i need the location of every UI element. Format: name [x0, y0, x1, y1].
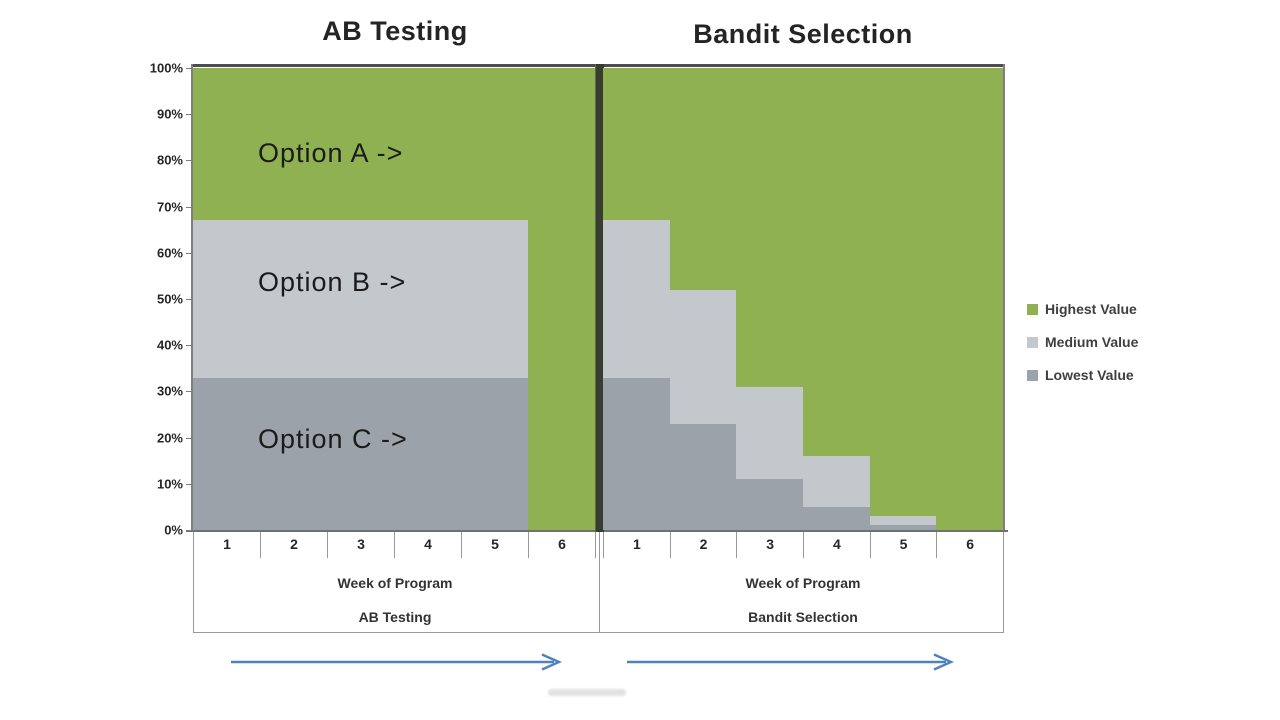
illegible-caption-artifact	[548, 689, 626, 696]
area-column-week-1	[603, 68, 670, 530]
segment-lowest-value	[394, 377, 461, 530]
panel-title-ab-testing: AB Testing	[322, 16, 468, 46]
panel-title-bandit-selection: Bandit Selection	[693, 19, 913, 49]
area-column-week-3	[326, 68, 394, 530]
y-axis-tick	[186, 299, 193, 300]
legend-swatch-icon	[1027, 336, 1038, 348]
time-arrow-left	[231, 653, 562, 671]
x-axis-group-label-bandit-selection: Bandit Selection	[748, 609, 858, 625]
y-axis-tick	[186, 252, 193, 254]
axis-guide-left	[193, 532, 194, 632]
area-column-week-1	[193, 68, 260, 530]
y-axis-tick	[186, 530, 193, 531]
week-tick-label-2: 2	[671, 532, 738, 558]
segment-medium-value	[394, 220, 461, 378]
y-axis-label-0pct: 0%	[164, 522, 183, 538]
area-column-week-6	[528, 68, 595, 530]
legend-label: Medium Value	[1045, 334, 1139, 350]
y-axis-label-10pct: 10%	[156, 476, 183, 492]
panel-separator-line	[595, 64, 604, 532]
y-axis-tick	[186, 483, 193, 485]
week-tick-label-1: 1	[604, 532, 671, 558]
week-tick-label-5: 5	[871, 532, 938, 558]
week-tick-label-6: 6	[937, 532, 1005, 558]
time-arrow-right	[627, 653, 954, 671]
y-axis-tick	[186, 345, 193, 347]
y-axis-tick	[186, 68, 193, 69]
annotation-option-a: Option A ->	[258, 138, 404, 168]
area-column-week-3	[736, 68, 803, 530]
week-tick-label-4: 4	[395, 532, 462, 558]
y-axis-label-70pct: 70%	[156, 199, 183, 215]
panel-bandit-selection-areas	[603, 68, 1003, 530]
y-axis-tick	[186, 160, 193, 162]
area-column-week-2	[259, 68, 327, 530]
x-axis-label-week-of-program-bandit: Week of Program	[745, 575, 861, 591]
segment-medium-value	[326, 220, 394, 378]
legend-swatch-icon	[1027, 369, 1038, 381]
plot-left-border	[191, 64, 193, 532]
segment-lowest-value	[803, 506, 870, 530]
y-axis-tick	[186, 206, 193, 208]
segment-medium-value	[460, 220, 528, 378]
y-axis-tick	[186, 391, 193, 393]
week-tick-label-4: 4	[804, 532, 871, 558]
area-column-week-4	[394, 68, 461, 530]
y-axis-label-50pct: 50%	[156, 291, 183, 307]
segment-medium-value	[193, 220, 260, 378]
axis-guide-bottom	[193, 632, 1004, 633]
legend-item-highest-value: Highest Value	[1027, 298, 1138, 320]
legend-label: Highest Value	[1045, 301, 1137, 317]
week-tick-label-3: 3	[328, 532, 395, 558]
segment-lowest-value	[603, 377, 670, 530]
week-tick-label-3: 3	[737, 532, 805, 558]
annotation-option-c: Option C ->	[258, 424, 408, 454]
segment-lowest-value	[259, 377, 327, 530]
axis-guide-right	[1003, 532, 1004, 632]
segment-medium-value	[803, 456, 870, 507]
segment-lowest-value	[460, 377, 528, 530]
segment-medium-value	[669, 289, 737, 424]
annotation-option-b: Option B ->	[258, 267, 407, 297]
y-axis-label-30pct: 30%	[156, 383, 183, 399]
y-axis-label-90pct: 90%	[156, 106, 183, 122]
area-column-week-2	[669, 68, 737, 530]
area-column-week-5	[460, 68, 528, 530]
x-axis-group-label-ab-testing: AB Testing	[358, 609, 432, 625]
segment-medium-value	[259, 220, 327, 378]
segment-lowest-value	[669, 423, 737, 530]
segment-lowest-value	[736, 479, 803, 530]
legend-swatch-icon	[1027, 303, 1038, 315]
legend-label: Lowest Value	[1045, 367, 1134, 383]
legend-item-medium-value: Medium Value	[1027, 331, 1138, 353]
panel-ab-testing-areas	[193, 68, 595, 530]
y-axis-label-80pct: 80%	[156, 152, 183, 168]
week-tick-label-2: 2	[261, 532, 328, 558]
week-tick-label-6: 6	[529, 532, 596, 558]
segment-lowest-value	[869, 525, 937, 530]
segment-medium-value	[869, 516, 937, 526]
y-axis-tick	[186, 114, 193, 116]
y-axis-label-20pct: 20%	[156, 430, 183, 446]
plot-right-border	[1003, 64, 1005, 532]
segment-lowest-value	[193, 377, 260, 530]
y-axis-label-40pct: 40%	[156, 337, 183, 353]
area-column-week-4	[803, 68, 870, 530]
legend-item-lowest-value: Lowest Value	[1027, 364, 1138, 386]
week-tick-label-1: 1	[194, 532, 261, 558]
segment-medium-value	[603, 220, 670, 378]
segment-lowest-value	[326, 377, 394, 530]
axis-guide-middle	[599, 532, 600, 632]
area-column-week-5	[869, 68, 937, 530]
y-axis-label-60pct: 60%	[156, 245, 183, 261]
x-axis-label-week-of-program-ab: Week of Program	[337, 575, 453, 591]
segment-medium-value	[736, 386, 803, 480]
week-tick-label-5: 5	[462, 532, 529, 558]
area-column-week-6	[936, 68, 1003, 530]
y-axis-label-100pct: 100%	[149, 60, 183, 76]
y-axis-tick	[186, 437, 193, 439]
